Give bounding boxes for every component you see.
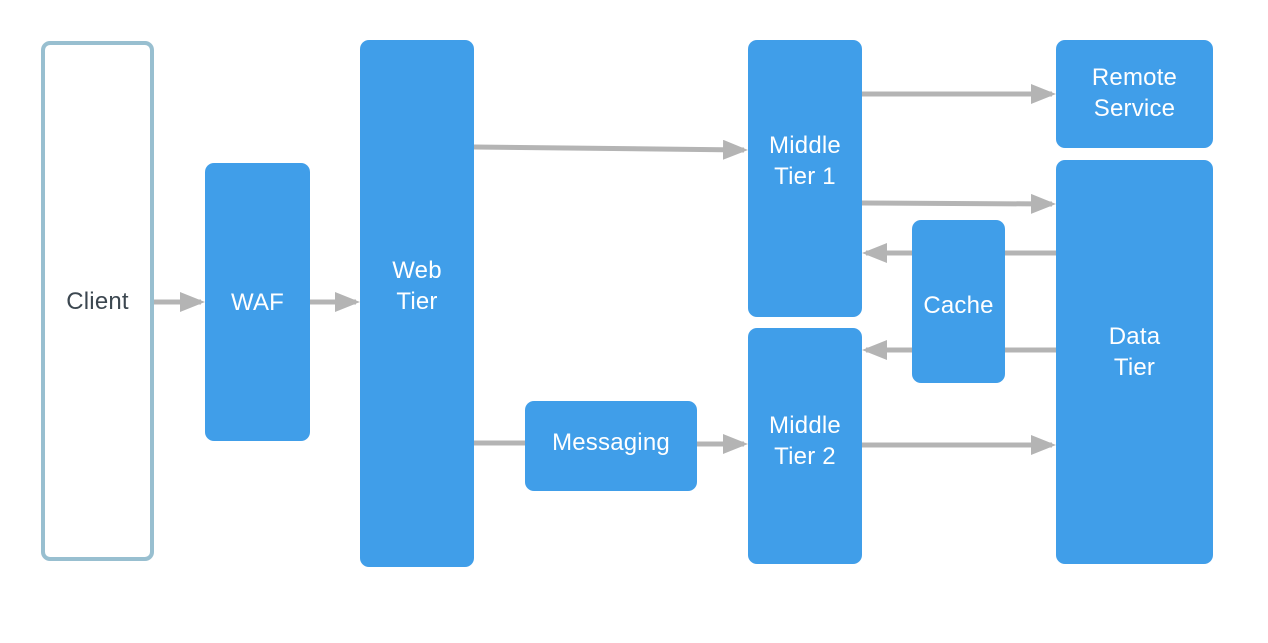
data-tier-label: Data Tier	[1108, 323, 1161, 381]
middle-tier-2-node: Middle Tier 2	[748, 328, 862, 564]
middle-tier-1-label: Middle Tier 1	[769, 132, 841, 190]
middle-tier-1-node: Middle Tier 1	[748, 40, 862, 317]
messaging-node: Messaging	[525, 401, 697, 491]
waf-node: WAF	[205, 163, 310, 441]
messaging-label: Messaging	[552, 429, 670, 456]
middle-tier-2-label: Middle Tier 2	[769, 412, 841, 470]
remote-service-label: Remote Service	[1091, 64, 1178, 122]
client-label: Client	[66, 287, 129, 315]
arrow-middle-tier-1-to-data-tier	[861, 193, 1056, 214]
client-node: Client	[41, 41, 154, 561]
web-tier-label: Web Tier	[392, 257, 442, 315]
data-tier-node: Data Tier	[1056, 160, 1213, 564]
web-tier-node: Web Tier	[360, 40, 474, 567]
cache-label: Cache	[923, 292, 994, 319]
cache-node: Cache	[912, 220, 1005, 383]
waf-label: WAF	[230, 288, 285, 316]
remote-service-node: Remote Service	[1056, 40, 1213, 148]
arrow-web-tier-to-middle-tier-1	[473, 139, 748, 160]
